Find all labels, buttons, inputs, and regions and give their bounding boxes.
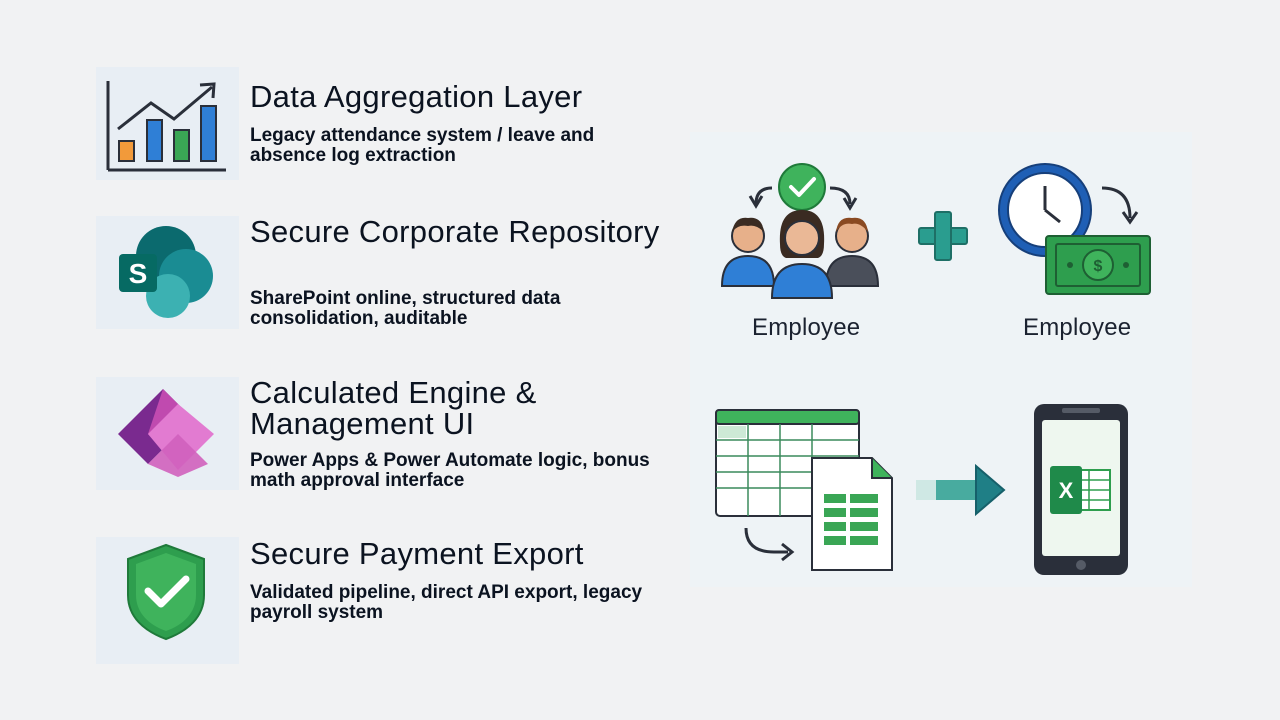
list-item-data-aggregation: Data Aggregation Layer Legacy attendance… (96, 67, 656, 197)
item-title: Secure Payment Export (250, 536, 584, 571)
item-description: Legacy attendance system / leave and abs… (250, 125, 595, 166)
process-illustration: $ (690, 132, 1192, 587)
svg-text:S: S (129, 258, 148, 289)
item-title: Calculated Engine & Management UI (250, 375, 537, 441)
item-title: Data Aggregation Layer (250, 79, 583, 114)
bar-chart-growth-icon (106, 81, 226, 172)
arrow-right-icon (916, 463, 1006, 517)
list-item-secure-repository: S Secure Corporate Repository SharePoint… (96, 216, 659, 346)
employee-label-left: Employee (752, 314, 861, 341)
plus-icon (918, 211, 968, 261)
illustration-graphics: $ (715, 163, 1151, 575)
shield-check-icon (127, 543, 205, 641)
list-item-payment-export: Secure Payment Export Validated pipeline… (96, 537, 656, 667)
svg-text:$: $ (1094, 258, 1103, 275)
spreadsheet-icon (715, 409, 893, 571)
item-description: Validated pipeline, direct API export, l… (250, 582, 643, 623)
item-title: Secure Corporate Repository (250, 214, 660, 249)
sharepoint-logo-icon: S (119, 226, 213, 318)
clock-money-icon: $ (998, 163, 1151, 295)
item-description: SharePoint online, structured data conso… (250, 288, 561, 329)
svg-text:X: X (1059, 478, 1074, 503)
icon-box (96, 377, 239, 490)
list-item-calculated-engine: Calculated Engine & Management UI Power … (96, 377, 656, 507)
icon-box (96, 537, 239, 664)
icon-box (96, 67, 239, 180)
power-apps-logo-icon (118, 389, 214, 477)
item-description: Power Apps & Power Automate logic, bonus… (250, 450, 650, 491)
employee-group-icon (720, 163, 880, 299)
phone-excel-icon: X (1034, 404, 1128, 575)
employee-label-right: Employee (1023, 314, 1132, 341)
icon-box: S (96, 216, 239, 329)
